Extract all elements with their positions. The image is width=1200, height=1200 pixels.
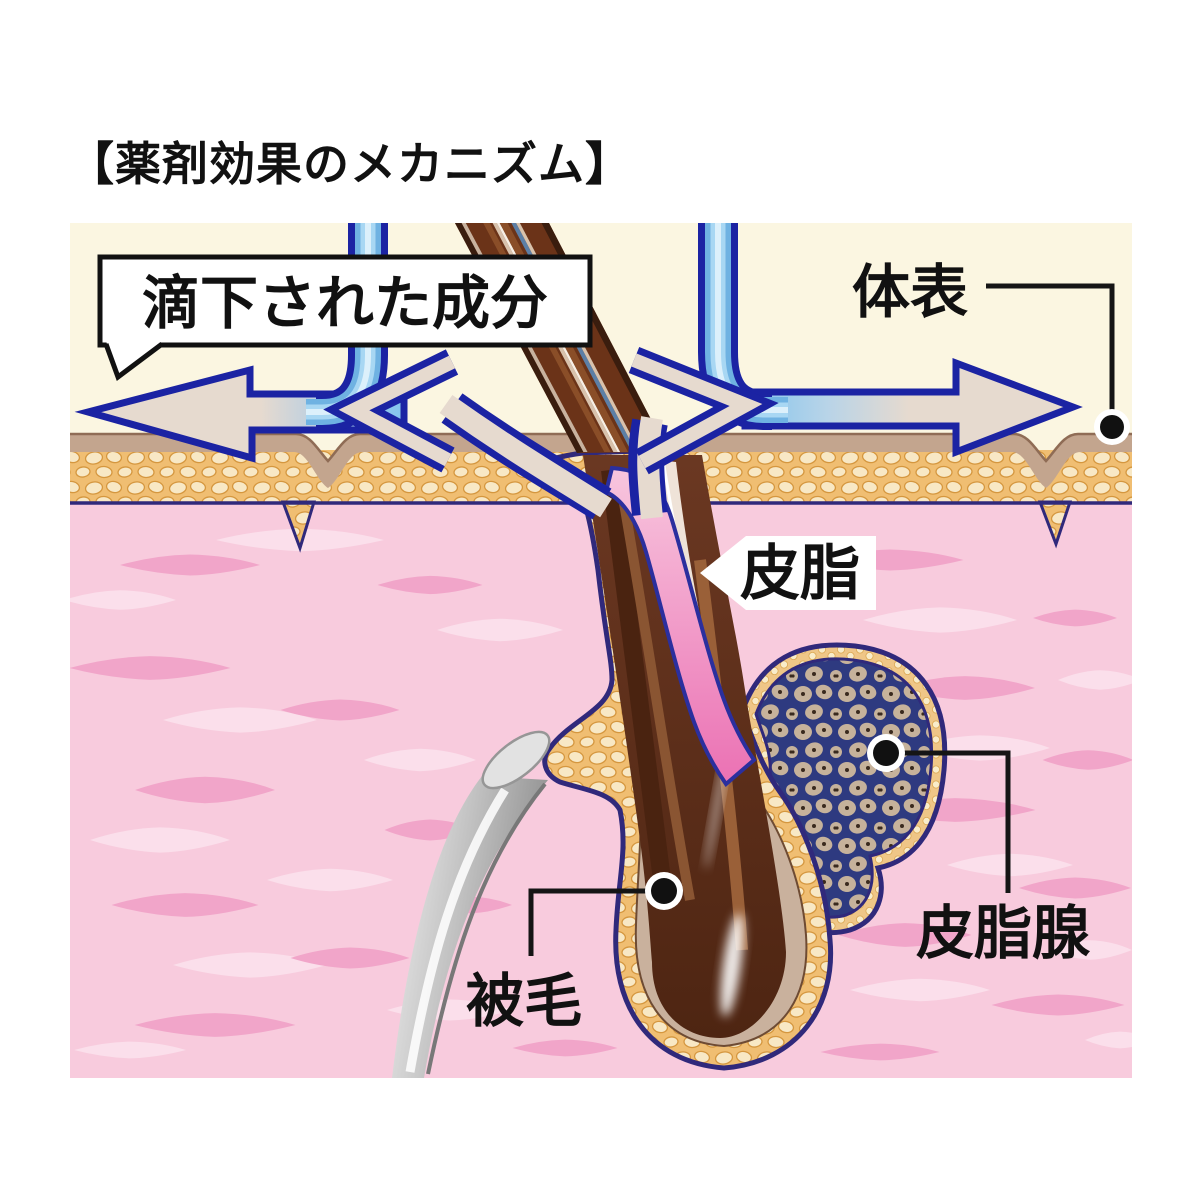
sebaceous-gland-leader-line — [900, 750, 1011, 893]
left-spread-arrow — [74, 365, 408, 463]
body-surface-dot — [1100, 415, 1124, 439]
sebaceous-gland-callout: 皮脂腺 — [867, 734, 1091, 966]
sebum-flow-band — [603, 465, 757, 787]
hair-leader-line — [528, 888, 650, 956]
hair-label: 被毛 — [466, 969, 582, 1034]
annotations: 滴下された成分 体表 皮脂 皮脂腺 — [97, 254, 1130, 1034]
body-surface-callout: 体表 — [852, 260, 1130, 445]
page-title: 【薬剤効果のメカニズム】 — [68, 138, 632, 190]
sebum-tag — [700, 536, 876, 610]
gray-hair — [392, 730, 551, 1078]
sebum-callout: 皮脂 — [700, 536, 876, 610]
dropped-component-label: 滴下された成分 — [142, 271, 548, 336]
body-surface-leader-line — [986, 283, 1115, 416]
sebaceous-gland-label: 皮脂腺 — [916, 901, 1091, 966]
body-surface-label: 体表 — [852, 260, 968, 325]
hair-dot — [651, 878, 677, 904]
sebaceous-gland-dot — [873, 740, 899, 766]
hair-callout: 被毛 — [466, 872, 683, 1034]
dropped-component-callout: 滴下された成分 — [97, 254, 593, 382]
follicle-branch-arrows — [323, 347, 779, 520]
sebum-label: 皮脂 — [740, 540, 860, 607]
